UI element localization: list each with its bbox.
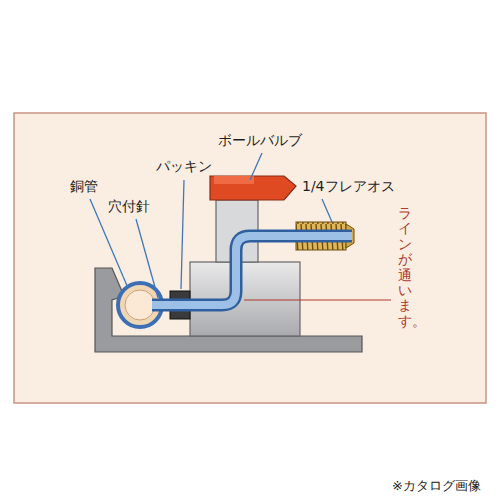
ball-valve-handle [210,176,296,200]
leader-line [322,199,332,222]
copper-tube-inner [125,290,155,320]
part-label: ボールバルブ [218,132,302,149]
part-label: 穴付針 [108,198,150,215]
leader-line [136,219,158,298]
handle-highlight [214,176,254,184]
note-label: ラインが通います。 [398,206,412,329]
leader-line [181,180,184,289]
part-label: 銅管 [70,178,98,195]
part-label: 1/4フレアオス [302,178,395,195]
leader-line [250,153,262,180]
caption-note: ※カタログ画像 [392,478,481,494]
leader-line [244,299,391,300]
panel [14,113,486,403]
part-label: パッキン [156,158,212,175]
